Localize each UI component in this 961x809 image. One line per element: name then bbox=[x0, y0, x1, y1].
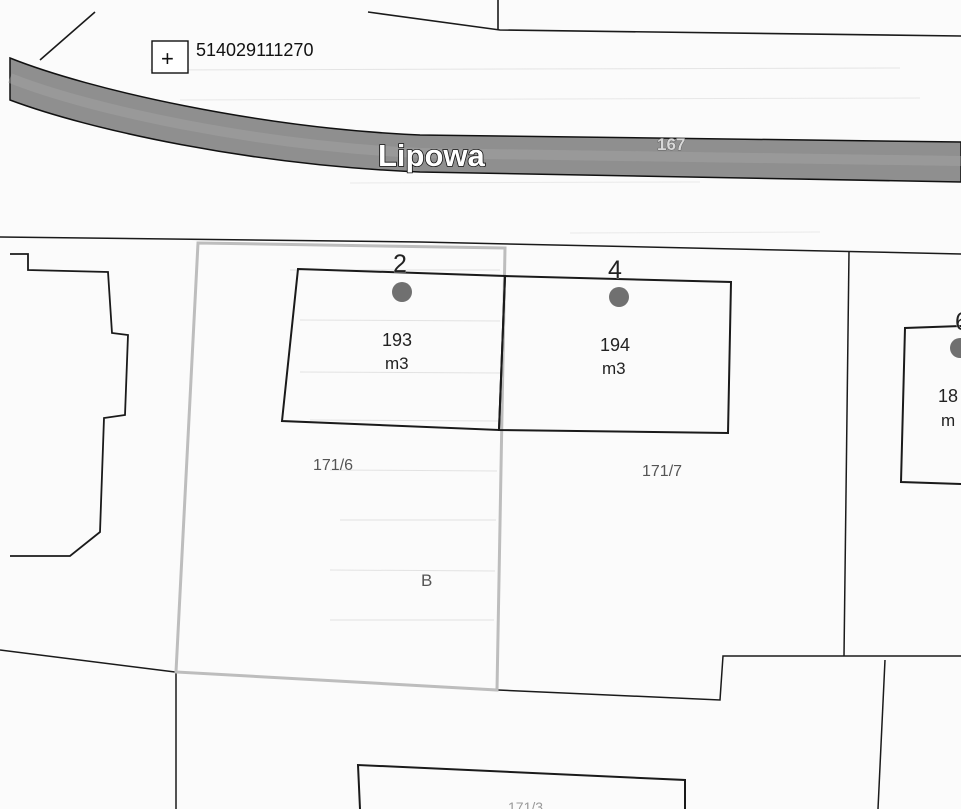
highlighted-parcel-outline[interactable] bbox=[174, 241, 507, 692]
land-use-code: B bbox=[421, 571, 432, 590]
parcel-number-left: 171/6 bbox=[313, 457, 353, 474]
building-right-outline[interactable] bbox=[899, 325, 961, 485]
building-label-193: m3 bbox=[385, 354, 409, 373]
background-scan-noise bbox=[149, 67, 921, 234]
building-number-194: 194 bbox=[600, 335, 630, 355]
road-number: 167 bbox=[657, 135, 685, 154]
parcel-boundaries bbox=[0, 236, 961, 809]
parcel-number-right: 171/7 bbox=[642, 463, 682, 480]
building-number-193: 193 bbox=[382, 330, 412, 350]
building-label-right: m bbox=[941, 411, 955, 430]
building-number-right: 18 bbox=[938, 386, 958, 406]
road-name: Lipowa bbox=[378, 138, 486, 173]
house-number-6: 6 bbox=[955, 308, 961, 336]
building-bottom-outline[interactable] bbox=[356, 763, 686, 809]
house-number-4: 4 bbox=[608, 256, 622, 284]
parcel-number-bottom: 171/3 bbox=[508, 799, 543, 809]
address-point-6[interactable] bbox=[950, 338, 961, 358]
plus-icon: + bbox=[161, 46, 174, 71]
building-label-194: m3 bbox=[602, 359, 626, 378]
address-point-2[interactable] bbox=[392, 282, 412, 302]
road-center-shade bbox=[8, 73, 961, 166]
building-194-outline[interactable] bbox=[497, 274, 733, 435]
left-building-outline bbox=[10, 253, 129, 557]
top-boundaries bbox=[39, 0, 961, 61]
address-point-4[interactable] bbox=[609, 287, 629, 307]
house-number-2: 2 bbox=[393, 250, 407, 278]
road-lipowa[interactable] bbox=[9, 56, 961, 183]
highlighted-parcel-text-noise bbox=[290, 269, 501, 621]
parcel-id: 514029111270 bbox=[196, 40, 313, 60]
parcel-marker-box[interactable] bbox=[151, 40, 189, 74]
